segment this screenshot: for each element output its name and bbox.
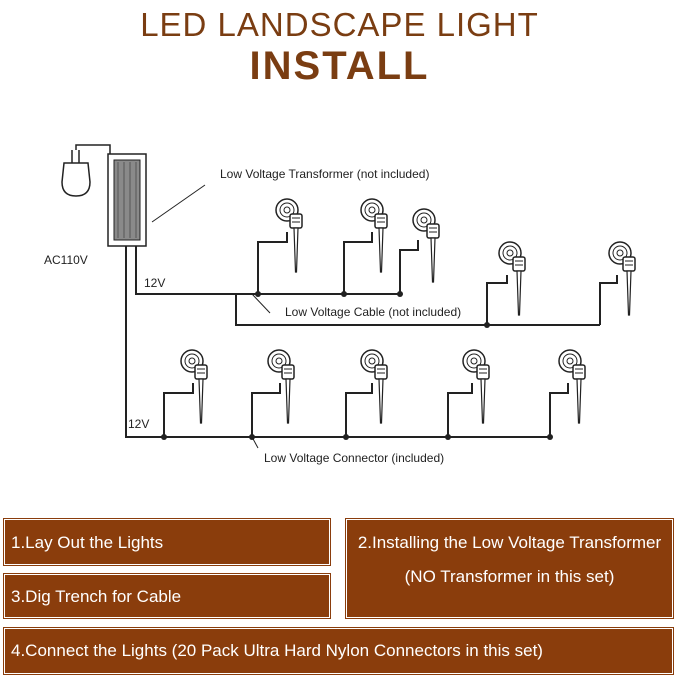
spotlight-icon bbox=[462, 349, 490, 424]
spotlight-icon bbox=[275, 198, 303, 273]
spotlight-icon bbox=[608, 241, 636, 316]
spotlight-icon bbox=[558, 349, 586, 424]
wiring-diagram: Low Voltage Transformer (not included) A… bbox=[44, 144, 636, 465]
spotlight-icon bbox=[360, 349, 388, 424]
spotlight-icon bbox=[498, 241, 526, 316]
ac-voltage-label: AC110V bbox=[44, 253, 88, 267]
spotlight-icon bbox=[360, 198, 388, 273]
voltage-label-top: 12V bbox=[144, 276, 165, 290]
transformer-label: Low Voltage Transformer (not included) bbox=[220, 167, 429, 181]
step-1-text: 1.Lay Out the Lights bbox=[11, 533, 164, 552]
step-1-box: 1.Lay Out the Lights bbox=[4, 519, 330, 565]
plug-icon bbox=[61, 144, 111, 197]
step-3-text: 3.Dig Trench for Cable bbox=[11, 587, 182, 606]
step-4-box: 4.Connect the Lights (20 Pack Ultra Hard… bbox=[4, 628, 673, 674]
transformer-icon bbox=[107, 153, 147, 247]
step-2-box: 2.Installing the Low Voltage Transformer… bbox=[346, 519, 673, 618]
connector-dots bbox=[161, 291, 553, 440]
cable-leader-line bbox=[251, 293, 271, 314]
step-2-title: 2.Installing the Low Voltage Transformer bbox=[357, 533, 662, 552]
step-4-text: 4.Connect the Lights (20 Pack Ultra Hard… bbox=[11, 641, 543, 660]
spotlight-icon bbox=[412, 208, 440, 283]
step-2-note: (NO Transformer in this set) bbox=[404, 567, 615, 586]
connector-leader-line bbox=[251, 436, 259, 449]
page-title: LED LANDSCAPE LIGHT bbox=[140, 6, 539, 43]
step-3-box: 3.Dig Trench for Cable bbox=[4, 574, 330, 618]
connector-label: Low Voltage Connector (included) bbox=[264, 451, 444, 465]
voltage-label-bottom: 12V bbox=[128, 417, 149, 431]
transformer-leader-line bbox=[151, 184, 206, 223]
cable-label: Low Voltage Cable (not included) bbox=[285, 305, 461, 319]
wiring-lines bbox=[125, 232, 618, 438]
page-subtitle: INSTALL bbox=[249, 44, 430, 88]
